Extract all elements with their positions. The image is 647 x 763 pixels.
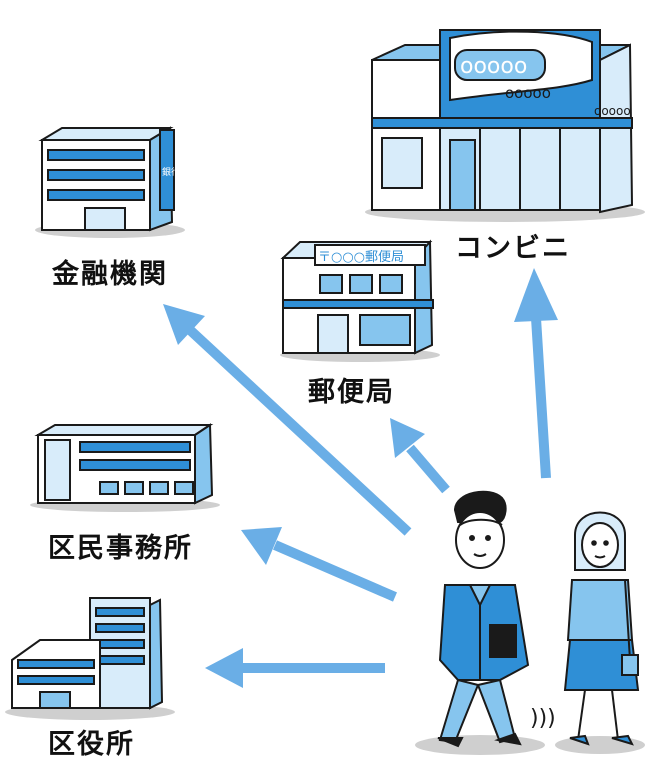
man-walking-illustration <box>415 490 545 755</box>
bank-sign: 銀行 <box>162 166 180 178</box>
arrow-to-ward-branch-office <box>241 527 397 602</box>
convenience-store-sign-side: ooooo <box>594 104 631 118</box>
label-post-office: 郵便局 <box>308 377 395 408</box>
label-ward-branch-office: 区民事務所 <box>48 533 193 564</box>
woman-walking-illustration <box>555 511 645 754</box>
post-office-illustration: 〒○○○郵便局 <box>280 239 440 362</box>
arrow-to-post-office <box>390 418 450 494</box>
convenience-store-sign-large: ooooo <box>460 54 527 79</box>
arrow-to-ward-office <box>205 648 385 688</box>
ward-office-illustration <box>5 597 175 720</box>
convenience-store-illustration: ooooo ooooo ooooo <box>365 29 645 222</box>
label-ward-office: 区役所 <box>48 729 135 760</box>
label-bank: 金融機関 <box>52 259 168 290</box>
convenience-store-sign-small: ooooo <box>505 84 551 102</box>
arrow-to-bank <box>163 304 412 536</box>
post-office-sign: 〒○○○郵便局 <box>318 250 404 265</box>
ward-branch-office-illustration <box>30 423 220 512</box>
arrow-to-convenience-store <box>514 268 558 479</box>
bank-illustration: 銀行 <box>35 126 185 238</box>
label-convenience-store: コンビニ <box>455 233 571 264</box>
walking-sound-mark: ))) <box>530 706 556 731</box>
